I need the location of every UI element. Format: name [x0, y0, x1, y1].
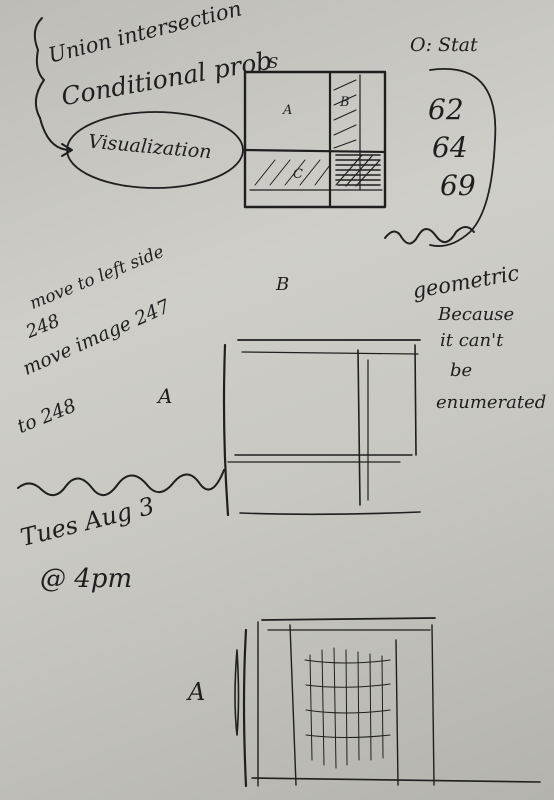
label-a-middle: A	[158, 384, 173, 408]
note-because-2: it can't	[440, 330, 504, 351]
label-cell-c: C	[293, 167, 303, 182]
note-because-3: be	[450, 360, 473, 381]
label-s: S	[268, 54, 279, 72]
topic-visualization: Visualization	[87, 130, 213, 164]
venn-grid-box	[243, 70, 387, 209]
label-cell-b: B	[340, 95, 350, 110]
stat-header: O: Stat	[410, 34, 478, 56]
stat-value-64: 64	[432, 131, 468, 164]
stat-value-69: 69	[440, 169, 476, 202]
note-geometric: geometric	[410, 260, 521, 304]
label-cell-a: A	[283, 103, 293, 118]
note-to-248: to 248	[14, 394, 80, 438]
note-because-4: enumerated	[436, 392, 547, 413]
bottom-chart	[234, 617, 541, 788]
label-b-middle: B	[276, 274, 290, 295]
middle-chart	[222, 339, 421, 517]
note-move-248: 248	[23, 310, 63, 343]
note-because-1: Because	[438, 304, 515, 325]
note-date: Tues Aug 3	[17, 491, 158, 552]
label-a-bottom: A	[188, 678, 206, 706]
stat-value-62: 62	[428, 93, 464, 126]
note-time: @ 4pm	[40, 564, 133, 594]
